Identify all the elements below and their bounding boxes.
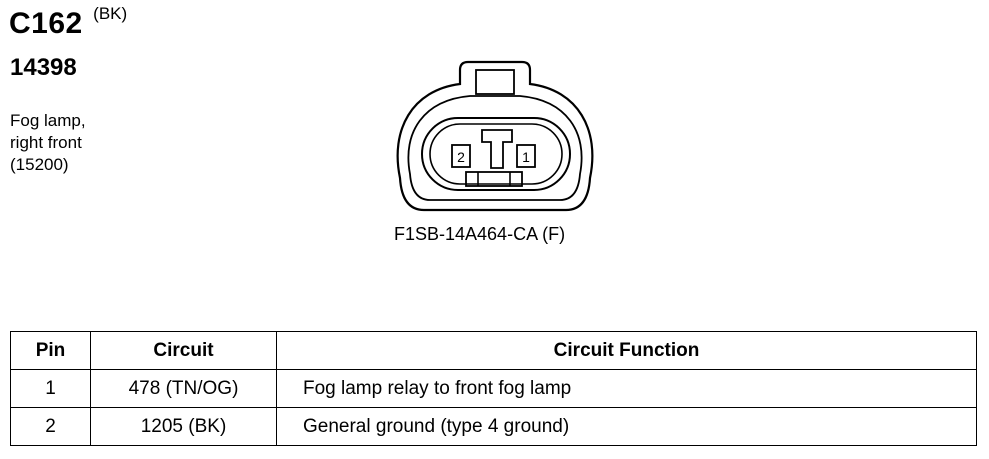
header-circuit-function: Circuit Function bbox=[276, 331, 977, 370]
part-number: 14398 bbox=[10, 54, 77, 81]
connector-code: C162 bbox=[9, 7, 83, 40]
pin-2-label: 2 bbox=[457, 149, 465, 165]
connector-description: Fog lamp, right front (15200) bbox=[10, 110, 86, 176]
cell-function: Fog lamp relay to front fog lamp bbox=[276, 369, 977, 408]
cell-circuit: 1205 (BK) bbox=[90, 407, 277, 446]
center-key bbox=[481, 129, 513, 169]
housing-inner-rim bbox=[407, 95, 583, 201]
connector-part-label: F1SB-14A464-CA (F) bbox=[394, 224, 566, 244]
pin-table: Pin Circuit Circuit Function 1 478 (TN/O… bbox=[10, 331, 977, 446]
description-line: right front bbox=[10, 133, 82, 152]
cell-circuit: 478 (TN/OG) bbox=[90, 369, 277, 408]
description-line: (15200) bbox=[10, 155, 69, 174]
terminal-cavity bbox=[421, 117, 571, 191]
connector-id: C162 (BK) bbox=[9, 4, 127, 41]
bottom-key bbox=[465, 171, 523, 187]
table-header-row: Pin Circuit Circuit Function bbox=[10, 331, 977, 370]
pin-1-box bbox=[516, 144, 536, 168]
header-circuit: Circuit bbox=[90, 331, 277, 370]
terminal-cavity-inner bbox=[429, 123, 563, 185]
cell-pin: 1 bbox=[10, 369, 91, 408]
cell-function: General ground (type 4 ground) bbox=[276, 407, 977, 446]
description-line: Fog lamp, bbox=[10, 111, 86, 130]
pin-2-box bbox=[451, 144, 471, 168]
table-row: 2 1205 (BK) General ground (type 4 groun… bbox=[10, 407, 977, 446]
table-row: 1 478 (TN/OG) Fog lamp relay to front fo… bbox=[10, 369, 977, 408]
connector-housing-outline bbox=[396, 60, 594, 212]
connector-color: (BK) bbox=[93, 4, 128, 23]
header-pin: Pin bbox=[10, 331, 91, 370]
cell-pin: 2 bbox=[10, 407, 91, 446]
connector-face-drawing: 2 1 bbox=[396, 60, 594, 212]
latch-inner bbox=[475, 69, 515, 95]
pin-1-label: 1 bbox=[522, 149, 530, 165]
